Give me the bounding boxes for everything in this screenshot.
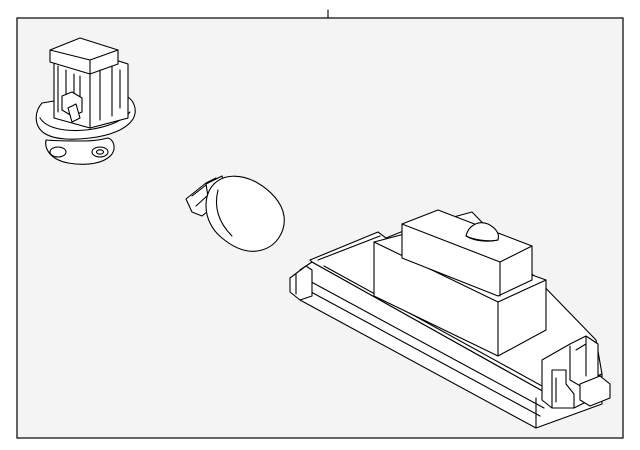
bulb-socket-icon	[35, 37, 136, 165]
license-lamp-housing-icon	[289, 209, 611, 429]
wedge-bulb-icon	[185, 175, 285, 252]
